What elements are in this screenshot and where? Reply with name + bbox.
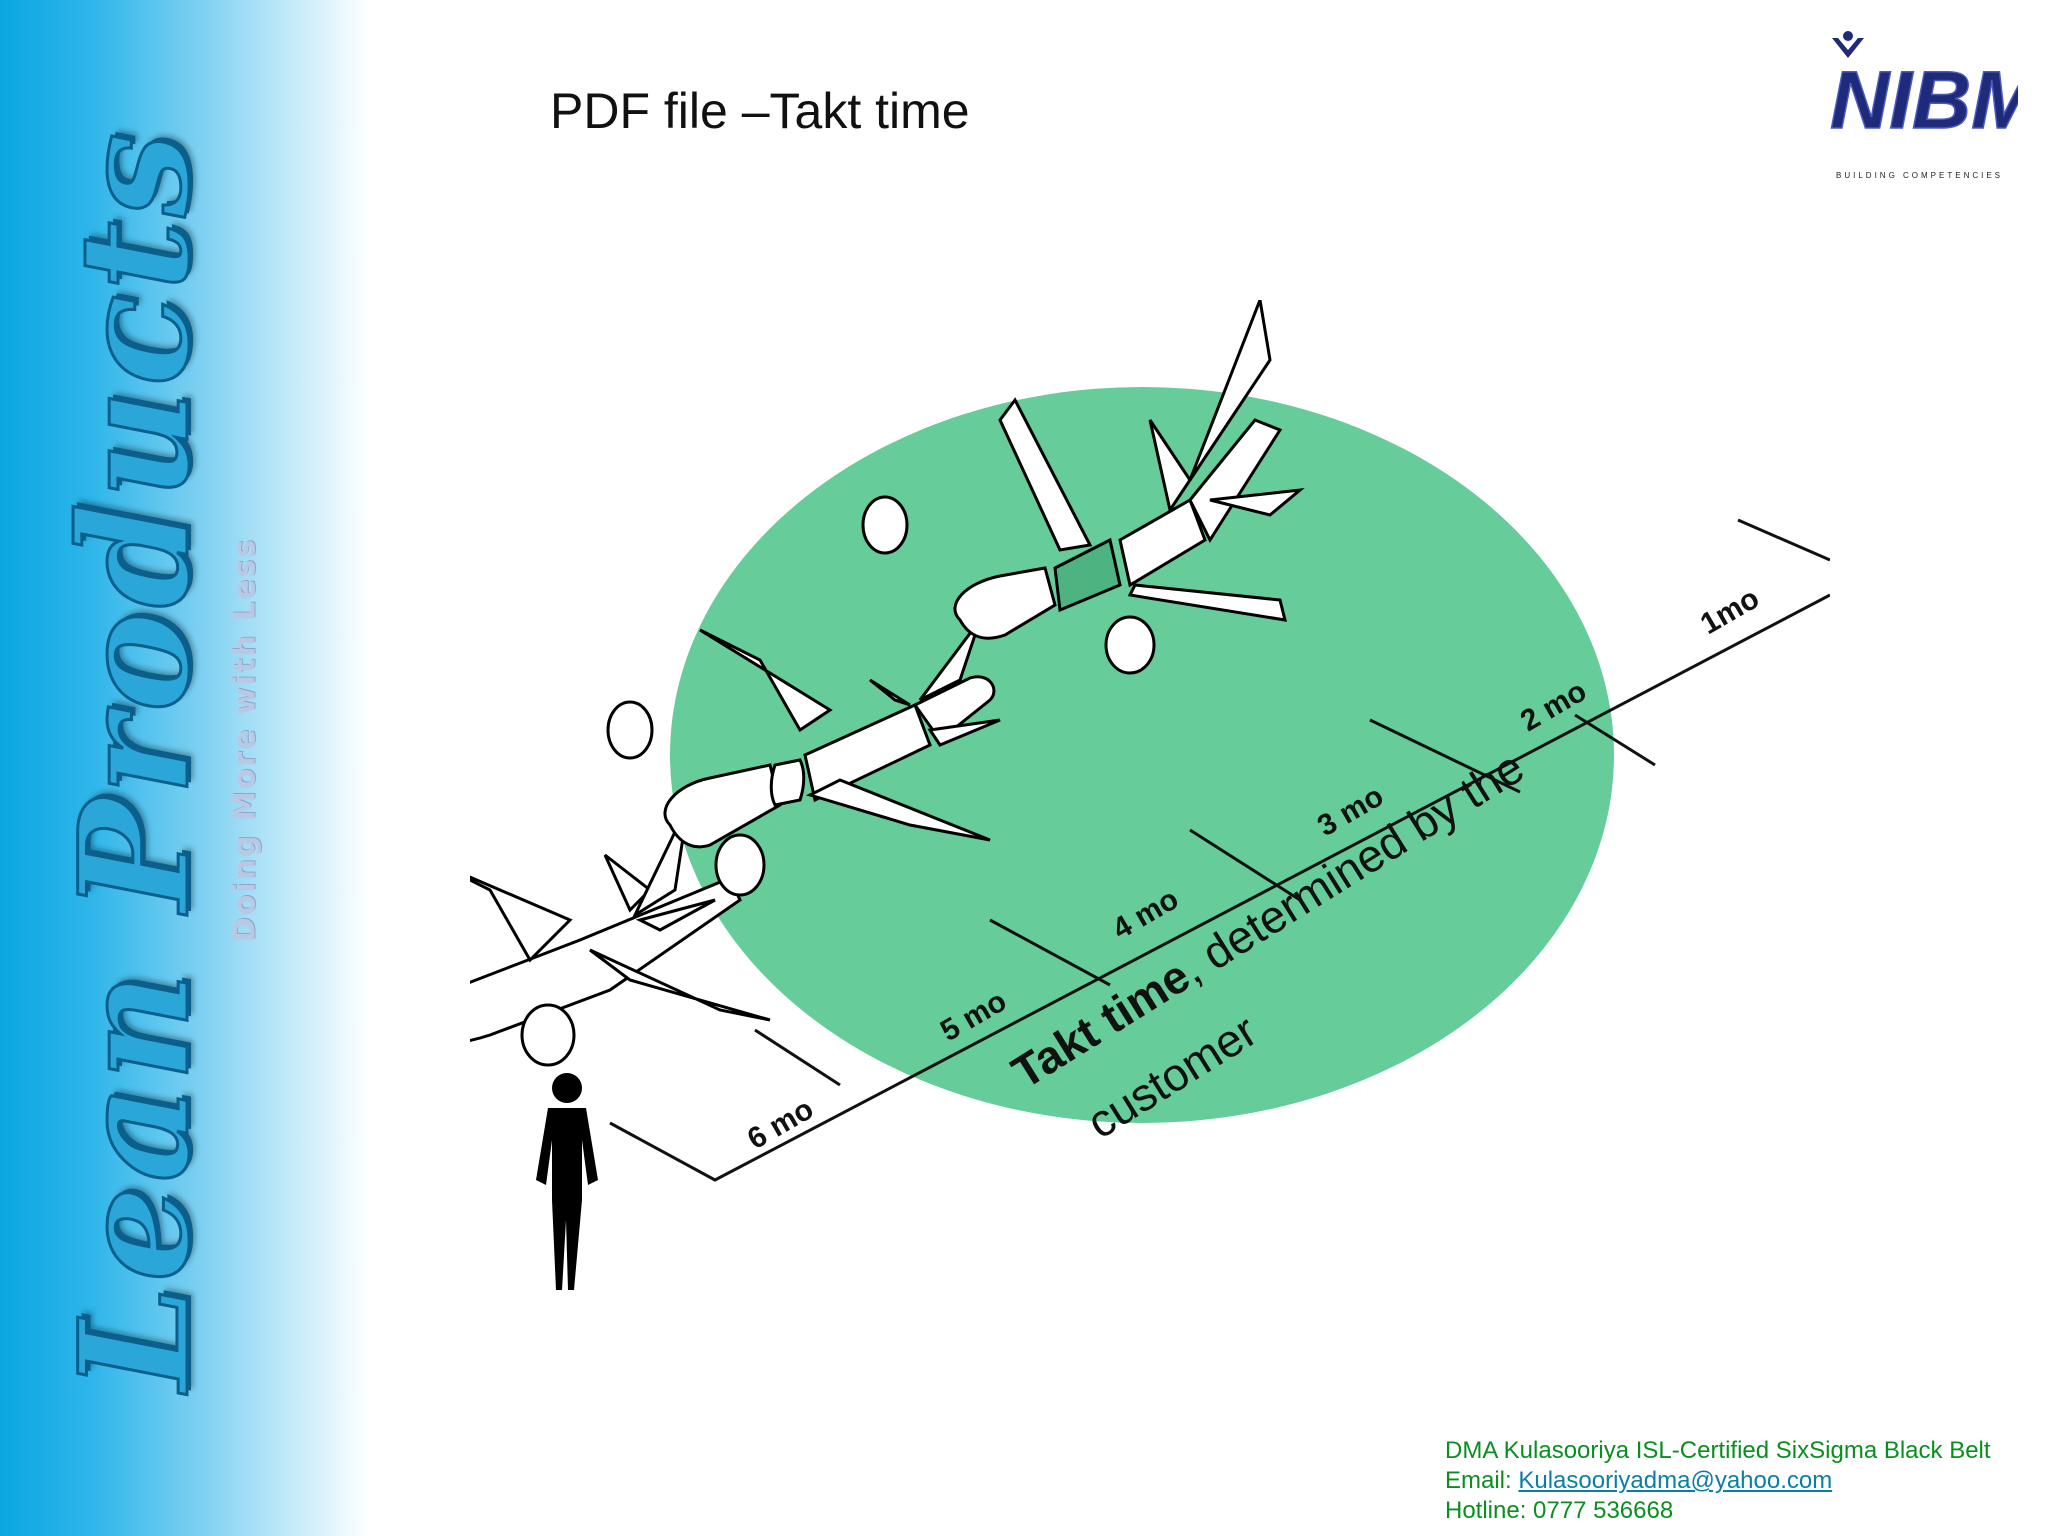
logo-wordmark: NIBM <box>1830 55 2018 140</box>
airplane-early <box>861 300 1305 675</box>
customer-figure <box>536 1073 598 1290</box>
footer-contact: DMA Kulasooriya ISL-Certified SixSigma B… <box>1445 1436 1991 1526</box>
airplane-sections <box>606 619 1001 897</box>
brand-tagline: Doing More with Less <box>227 537 263 943</box>
footer-author: DMA Kulasooriya ISL-Certified SixSigma B… <box>1445 1437 1991 1464</box>
footer-email-label: Email: <box>1445 1467 1519 1494</box>
sidebar-branding: Lean Products Doing More with Less <box>0 0 370 1536</box>
timeline-label: 1mo <box>1695 582 1765 641</box>
takt-time-illustration: 6 mo 5 mo 4 mo 3 mo 2 mo 1mo Takt time, … <box>470 300 1830 1290</box>
sidebar-gradient <box>0 0 370 1536</box>
timeline-axis <box>609 518 1830 1182</box>
footer-email-row: Email: Kulasooriyadma@yahoo.com <box>1445 1466 1991 1496</box>
slide-title: PDF file –Takt time <box>550 83 970 139</box>
brand-title: Lean Products <box>46 127 225 1392</box>
takt-ellipse <box>670 387 1614 1123</box>
logo-subtitle: BUILDING COMPETENCIES <box>1836 171 2004 180</box>
nibm-logo: NIBM BUILDING COMPETENCIES <box>1828 30 2018 180</box>
footer-hotline: Hotline: 0777 536668 <box>1445 1497 1674 1524</box>
email-link[interactable]: Kulasooriyadma@yahoo.com <box>1518 1467 1833 1494</box>
logo-icon: NIBM <box>1829 31 2018 140</box>
airplane-completed <box>470 804 771 1067</box>
